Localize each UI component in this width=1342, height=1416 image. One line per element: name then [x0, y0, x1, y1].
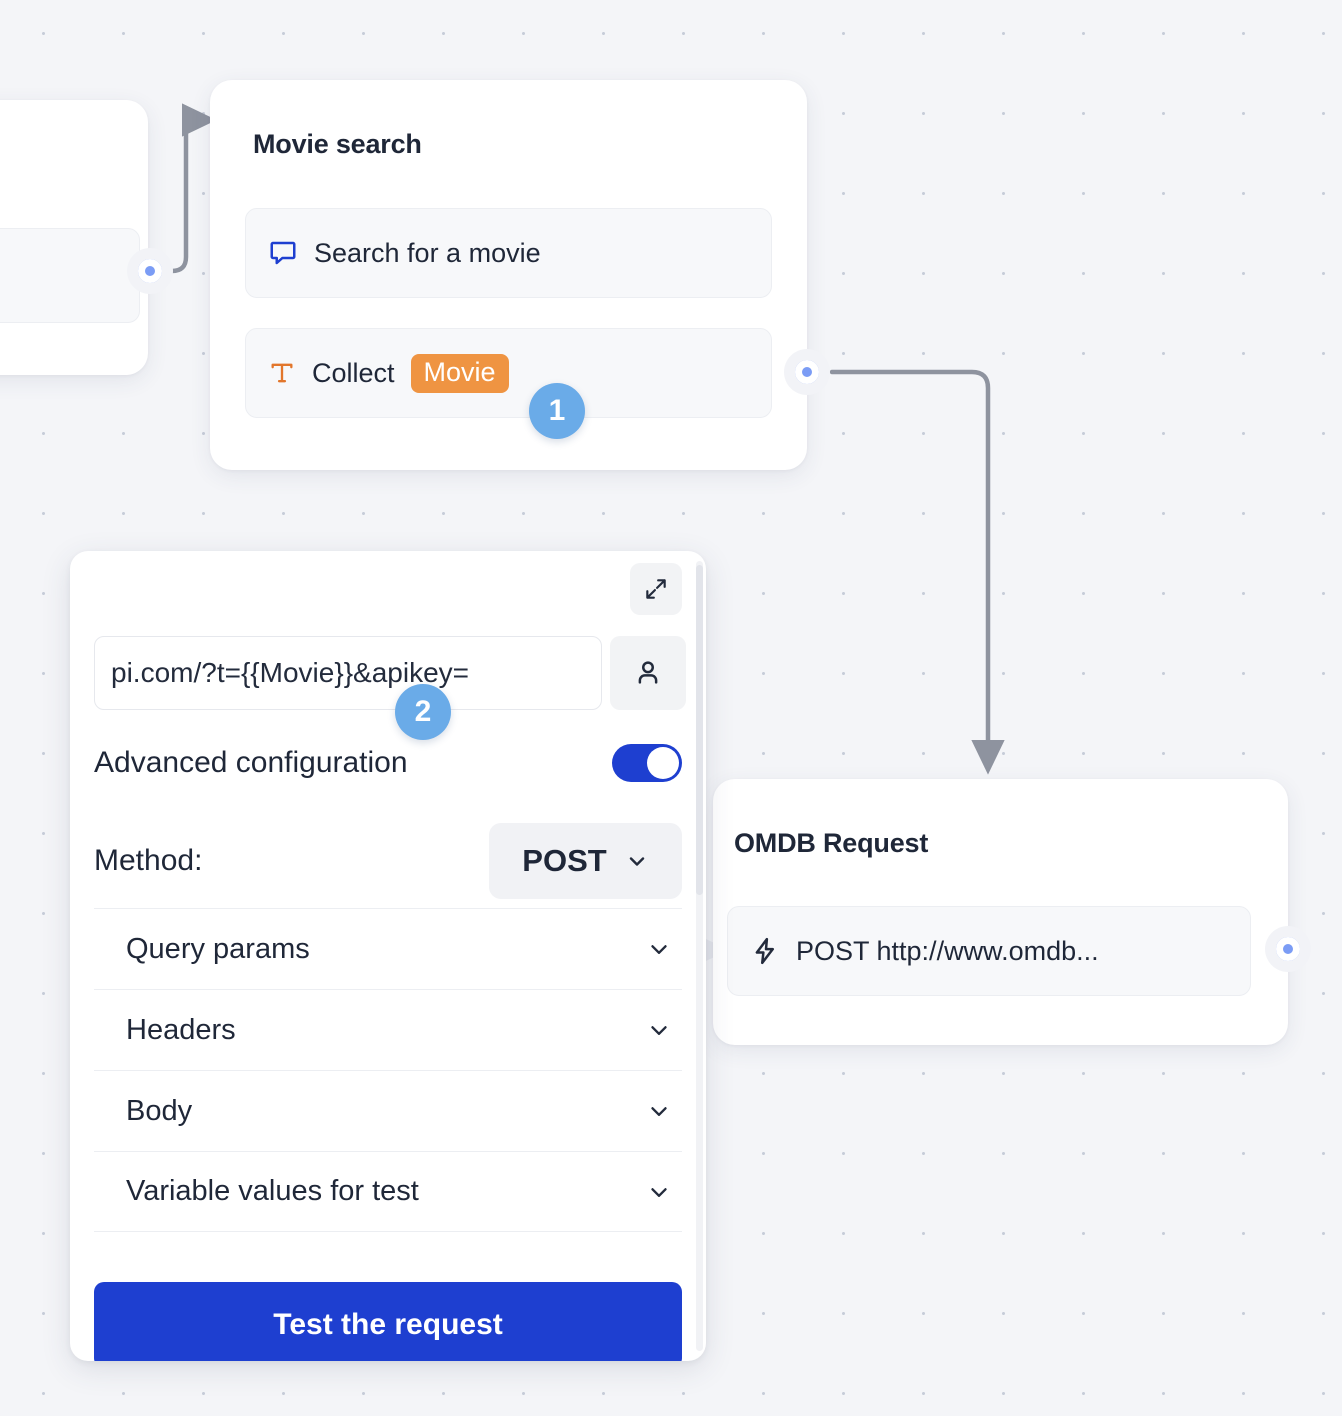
node-row-label: POST http://www.omdb... [796, 935, 1099, 966]
method-row: Method: POST [94, 823, 682, 899]
panel-scrollbar-thumb[interactable] [696, 565, 703, 895]
accordion-label: Variable values for test [126, 1175, 419, 1207]
chevron-down-icon[interactable] [646, 1017, 672, 1043]
step-badge-1: 1 [529, 383, 585, 439]
method-select[interactable]: POST [489, 823, 682, 899]
partial-node-row[interactable] [0, 228, 140, 323]
person-icon [633, 658, 663, 688]
expand-panel-button[interactable] [630, 563, 682, 615]
auth-user-button[interactable] [610, 636, 686, 710]
connector-dot-omdb-output[interactable] [1265, 926, 1311, 972]
connector-dot-movie-search-output[interactable] [784, 349, 830, 395]
request-config-panel[interactable]: Advanced configuration Method: POST Quer… [70, 551, 706, 1361]
node-row-search-for-a-movie[interactable]: Search for a movie [245, 208, 772, 298]
node-title-omdb-request: OMDB Request [734, 828, 929, 858]
chevron-down-icon[interactable] [646, 1098, 672, 1124]
node-row-collect-movie[interactable]: Collect Movie [245, 328, 772, 418]
node-row-post-request[interactable]: POST http://www.omdb... [727, 906, 1251, 996]
request-url-input[interactable] [94, 636, 602, 710]
method-label: Method: [94, 844, 203, 877]
partial-node-left[interactable] [0, 100, 148, 375]
node-row-label: Collect [312, 357, 395, 388]
accordion-body[interactable]: Body [94, 1070, 682, 1151]
edge-left-to-movie-search [155, 103, 217, 274]
variable-badge-movie[interactable]: Movie [410, 353, 509, 393]
accordion-label: Query params [126, 932, 310, 965]
expand-diagonal-icon [643, 576, 669, 602]
method-selected-value: POST [522, 843, 607, 878]
chevron-down-icon [625, 849, 649, 873]
step-badge-number: 2 [414, 695, 432, 728]
connector-dot-left-node[interactable] [127, 248, 173, 294]
chevron-down-icon[interactable] [646, 1179, 672, 1205]
chat-bubble-icon [268, 238, 298, 268]
step-badge-2: 2 [395, 684, 451, 740]
advanced-configuration-toggle[interactable] [612, 744, 682, 782]
node-omdb-request[interactable]: OMDB Request POST http://www.omdb... [713, 779, 1288, 1045]
text-type-icon [268, 359, 296, 387]
accordion-list: Query params Headers Body [94, 908, 682, 1232]
step-badge-number: 1 [548, 394, 566, 427]
advanced-configuration-label: Advanced configuration [94, 746, 408, 779]
node-title-movie-search: Movie search [253, 129, 422, 159]
chevron-down-icon[interactable] [646, 936, 672, 962]
node-row-label: Search for a movie [314, 237, 541, 268]
node-movie-search[interactable]: Movie search Search for a movie Collect … [210, 80, 807, 470]
panel-scrollbar-track[interactable] [696, 561, 703, 1351]
advanced-configuration-row: Advanced configuration [94, 744, 682, 782]
accordion-query-params[interactable]: Query params [94, 908, 682, 989]
test-the-request-button[interactable]: Test the request [94, 1282, 682, 1361]
accordion-label: Headers [126, 1013, 236, 1046]
lightning-bolt-icon [750, 936, 780, 966]
url-row [94, 636, 686, 710]
accordion-label: Body [126, 1094, 193, 1127]
accordion-headers[interactable]: Headers [94, 989, 682, 1070]
accordion-variable-values-for-test[interactable]: Variable values for test [94, 1151, 682, 1232]
edge-movie-search-to-omdb [829, 369, 1005, 775]
